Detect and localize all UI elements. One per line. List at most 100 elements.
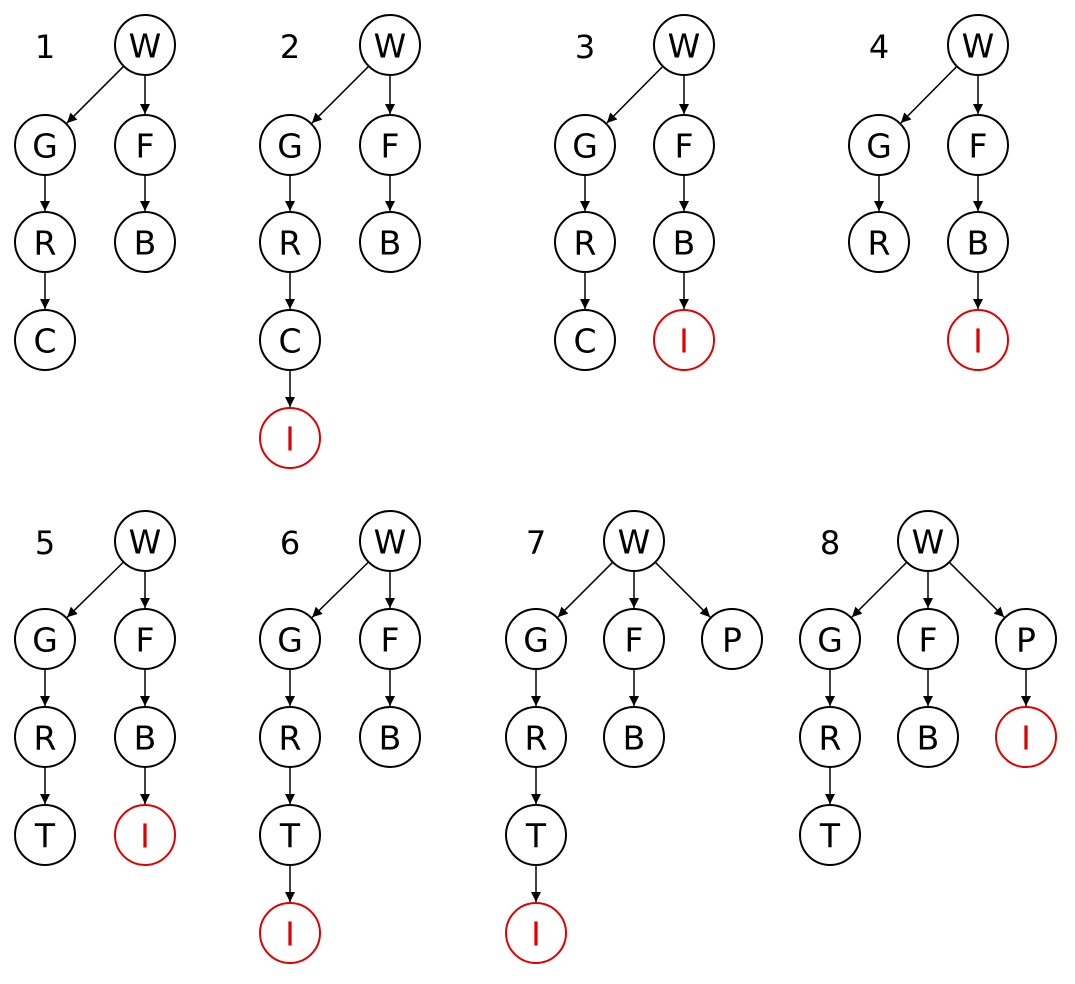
node-f: F xyxy=(947,114,1009,176)
node-f: F xyxy=(359,608,421,670)
node-r: R xyxy=(799,706,861,768)
edge-arrow-w-to-p xyxy=(948,561,1005,618)
node-w: W xyxy=(603,510,665,572)
node-f: F xyxy=(603,608,665,670)
node-circle xyxy=(359,211,421,273)
node-i: I xyxy=(947,309,1009,371)
node-label: I xyxy=(285,420,295,459)
edge-arrow-w-to-g xyxy=(66,561,125,618)
node-circle xyxy=(114,608,176,670)
node-label: I xyxy=(1021,719,1031,758)
node-label: W xyxy=(618,523,651,562)
node-circle xyxy=(259,407,321,469)
node-label: T xyxy=(819,817,841,856)
edge-arrow-w-to-p xyxy=(654,561,711,618)
node-i: I xyxy=(505,902,567,964)
node-circle xyxy=(14,608,76,670)
node-t: T xyxy=(14,804,76,866)
node-circle xyxy=(114,211,176,273)
node-label: R xyxy=(34,224,57,263)
node-label: I xyxy=(285,915,295,954)
node-circle xyxy=(114,114,176,176)
node-label: B xyxy=(623,719,646,758)
node-f: F xyxy=(359,114,421,176)
node-label: T xyxy=(525,817,547,856)
node-circle xyxy=(14,706,76,768)
node-f: F xyxy=(653,114,715,176)
edge-arrow-w-to-g xyxy=(900,65,958,124)
node-f: F xyxy=(114,608,176,670)
node-circle xyxy=(505,706,567,768)
panel-number-label: 2 xyxy=(280,28,300,66)
node-b: B xyxy=(897,706,959,768)
node-circle xyxy=(897,608,959,670)
node-label: F xyxy=(625,621,644,660)
node-circle xyxy=(259,706,321,768)
node-circle xyxy=(114,804,176,866)
node-t: T xyxy=(505,804,567,866)
edge-arrow-w-to-g xyxy=(606,65,664,124)
node-label: G xyxy=(32,621,58,660)
edge-arrow-w-to-g xyxy=(557,561,614,618)
node-circle xyxy=(359,114,421,176)
node-label: W xyxy=(912,523,945,562)
panel-number-label: 6 xyxy=(280,524,300,562)
node-label: G xyxy=(277,621,303,660)
node-circle xyxy=(259,804,321,866)
node-circle xyxy=(799,804,861,866)
node-circle xyxy=(114,14,176,76)
node-label: R xyxy=(868,224,891,263)
node-g: G xyxy=(14,114,76,176)
node-w: W xyxy=(114,510,176,572)
node-label: W xyxy=(962,27,995,66)
node-label: T xyxy=(279,817,301,856)
node-g: G xyxy=(505,608,567,670)
node-circle xyxy=(14,309,76,371)
node-t: T xyxy=(259,804,321,866)
node-circle xyxy=(259,114,321,176)
edge-arrow-w-to-g xyxy=(66,65,125,124)
node-circle xyxy=(701,608,763,670)
node-label: F xyxy=(919,621,938,660)
node-label: R xyxy=(525,719,548,758)
node-label: W xyxy=(129,27,162,66)
node-label: C xyxy=(33,322,56,361)
node-label: F xyxy=(969,127,988,166)
node-circle xyxy=(799,608,861,670)
node-circle xyxy=(114,706,176,768)
node-label: F xyxy=(381,127,400,166)
node-c: C xyxy=(554,309,616,371)
node-circle xyxy=(505,804,567,866)
node-circle xyxy=(897,706,959,768)
node-circle xyxy=(505,902,567,964)
node-circle xyxy=(359,14,421,76)
node-circle xyxy=(947,14,1009,76)
node-circle xyxy=(653,114,715,176)
node-label: P xyxy=(1016,621,1036,660)
node-circle xyxy=(653,309,715,371)
node-label: R xyxy=(279,719,302,758)
node-label: R xyxy=(279,224,302,263)
node-p: P xyxy=(995,608,1057,670)
node-r: R xyxy=(14,211,76,273)
node-circle xyxy=(603,608,665,670)
node-i: I xyxy=(259,407,321,469)
node-circle xyxy=(259,309,321,371)
node-circle xyxy=(848,211,910,273)
node-i: I xyxy=(259,902,321,964)
node-label: C xyxy=(278,322,301,361)
panel-number-label: 5 xyxy=(35,524,55,562)
node-circle xyxy=(505,608,567,670)
node-g: G xyxy=(14,608,76,670)
edge-arrow-w-to-g xyxy=(311,65,370,124)
node-label: B xyxy=(673,224,696,263)
node-w: W xyxy=(359,14,421,76)
node-label: G xyxy=(866,127,892,166)
node-label: F xyxy=(381,621,400,660)
